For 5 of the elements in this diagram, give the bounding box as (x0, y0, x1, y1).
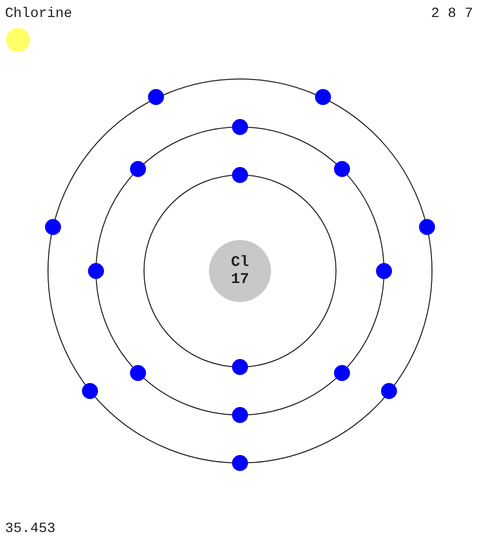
atomic-number: 17 (230, 271, 249, 288)
atomic-mass: 35.453 (5, 521, 56, 537)
element-symbol: Cl (230, 254, 249, 271)
shell-configuration: 2 8 7 (430, 6, 473, 22)
element-name: Chlorine (5, 6, 72, 22)
